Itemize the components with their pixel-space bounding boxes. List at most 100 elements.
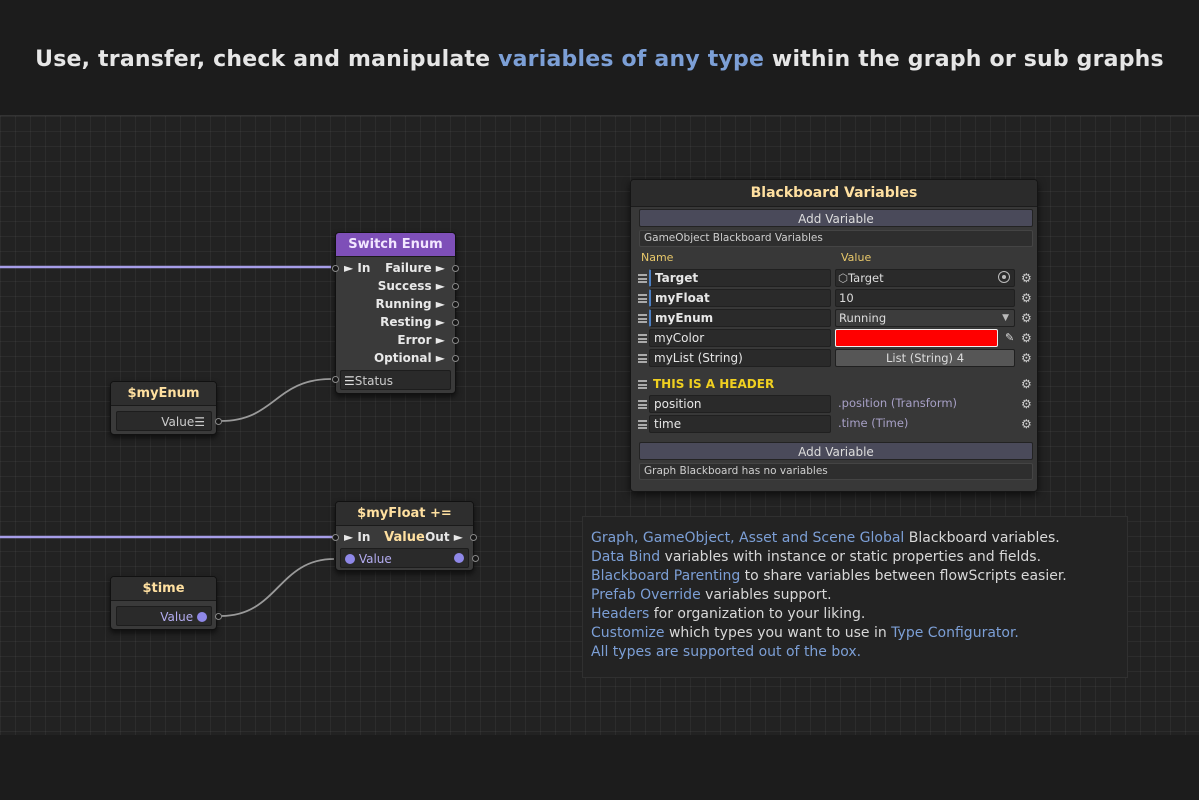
output-port-row[interactable]: Running ► bbox=[336, 295, 459, 313]
info-text: for organization to your liking. bbox=[649, 606, 866, 622]
gear-icon[interactable]: ⚙ bbox=[1021, 377, 1032, 391]
output-port-label-5: Optional ► bbox=[373, 351, 445, 365]
drag-handle-icon[interactable] bbox=[638, 400, 647, 409]
float-in-dot[interactable] bbox=[332, 534, 339, 541]
output-port-row[interactable]: Error ► bbox=[336, 331, 459, 349]
variable-row-mylist[interactable]: myList (String) List (String) 4 ⚙ bbox=[635, 349, 1035, 369]
output-port-dot[interactable] bbox=[452, 283, 459, 290]
name-column-header: Name bbox=[641, 251, 674, 264]
gear-icon[interactable]: ⚙ bbox=[1021, 351, 1032, 365]
time-value-field[interactable]: Value bbox=[116, 606, 222, 626]
float-out-dot[interactable] bbox=[470, 534, 477, 541]
info-text: Blackboard variables. bbox=[904, 530, 1060, 546]
list-icon: ☰ bbox=[344, 374, 355, 388]
variable-name-field[interactable]: time bbox=[649, 415, 831, 433]
gameobject-icon: ⬡ bbox=[838, 271, 849, 285]
info-text: which types you want to use in bbox=[664, 625, 892, 641]
status-port-dot[interactable] bbox=[332, 376, 339, 383]
blackboard-panel[interactable]: Blackboard Variables Add Variable GameOb… bbox=[630, 179, 1038, 492]
in-port-dot[interactable] bbox=[332, 265, 339, 272]
variable-name-field[interactable]: position bbox=[649, 395, 831, 413]
myfloat-add-node[interactable]: $myFloat += Value ► In Out ► Value bbox=[332, 501, 479, 571]
output-port-row[interactable]: Success ► bbox=[336, 277, 459, 295]
data-bind-value: .time (Time) bbox=[838, 416, 909, 430]
drag-handle-icon[interactable] bbox=[638, 314, 647, 323]
info-line: All types are supported out of the box. bbox=[591, 643, 1119, 662]
value-port-icon bbox=[197, 612, 207, 622]
output-port-dot[interactable] bbox=[452, 355, 459, 362]
float-value-field[interactable]: Value bbox=[340, 548, 479, 568]
enum-dropdown[interactable]: Running▼ bbox=[835, 309, 1015, 327]
time-output-dot[interactable] bbox=[215, 613, 222, 620]
myenum-output-dot[interactable] bbox=[215, 418, 222, 425]
add-variable-button-graph[interactable]: Add Variable bbox=[639, 442, 1033, 460]
variable-name-field[interactable]: myEnum bbox=[649, 309, 831, 327]
output-port-label-2: Running ► bbox=[375, 297, 445, 311]
list-edit-button[interactable]: List (String) 4 bbox=[835, 349, 1015, 367]
variable-row-myfloat[interactable]: myFloat 10 ⚙ bbox=[635, 289, 1035, 309]
in-port-label: ► In bbox=[344, 261, 371, 275]
output-port-dot[interactable] bbox=[452, 337, 459, 344]
output-port-row[interactable]: Optional ► bbox=[336, 349, 459, 367]
float-value-out-dot[interactable] bbox=[472, 555, 479, 562]
time-title: $time bbox=[111, 577, 216, 601]
output-port-row[interactable]: Resting ► bbox=[336, 313, 459, 331]
variable-row-time[interactable]: time .time (Time) ⚙ bbox=[635, 415, 1035, 435]
myenum-variable-node[interactable]: $myEnum Value☰ bbox=[110, 381, 222, 435]
value-column-header: Value bbox=[841, 251, 872, 264]
status-label: Status bbox=[354, 374, 394, 388]
status-input-field[interactable]: ☰Status bbox=[332, 370, 451, 390]
variable-name-field[interactable]: myList (String) bbox=[649, 349, 831, 367]
drag-handle-icon[interactable] bbox=[638, 380, 647, 389]
gear-icon[interactable]: ⚙ bbox=[1021, 417, 1032, 431]
variable-header-label: THIS IS A HEADER bbox=[653, 377, 775, 391]
data-bind-value: .position (Transform) bbox=[838, 396, 958, 410]
drag-handle-icon[interactable] bbox=[638, 294, 647, 303]
info-highlight: Graph, GameObject, Asset and Scene Globa… bbox=[591, 530, 905, 546]
output-label-error: Error bbox=[397, 333, 432, 347]
drag-handle-icon[interactable] bbox=[638, 274, 647, 283]
color-swatch-field[interactable] bbox=[835, 329, 998, 347]
variable-row-mycolor[interactable]: myColor ✎ ⚙ bbox=[635, 329, 1035, 349]
drag-handle-icon[interactable] bbox=[638, 354, 647, 363]
float-value-input[interactable]: 10 bbox=[835, 289, 1015, 307]
switch-enum-node[interactable]: Switch Enum ► In Failure ► Success ► Run… bbox=[332, 232, 459, 394]
list-icon: ☰ bbox=[194, 415, 205, 429]
in-port-row[interactable]: ► In Failure ► bbox=[332, 259, 459, 277]
gear-icon[interactable]: ⚙ bbox=[1021, 311, 1032, 325]
footer-bar bbox=[0, 735, 1199, 800]
add-variable-button[interactable]: Add Variable bbox=[639, 209, 1033, 227]
gameobject-blackboard-label: GameObject Blackboard Variables bbox=[639, 230, 1033, 247]
variable-name-field[interactable]: myFloat bbox=[649, 289, 831, 307]
info-highlight: Blackboard Parenting bbox=[591, 568, 741, 584]
drag-handle-icon[interactable] bbox=[638, 334, 647, 343]
variable-row-myenum[interactable]: myEnum Running▼ ⚙ bbox=[635, 309, 1035, 329]
target-object-field[interactable]: ⬡Target bbox=[835, 269, 1015, 287]
output-port-dot[interactable] bbox=[452, 319, 459, 326]
info-line: Graph, GameObject, Asset and Scene Globa… bbox=[591, 529, 1119, 548]
myenum-value-field[interactable]: Value☰ bbox=[116, 411, 222, 431]
gear-icon[interactable]: ⚙ bbox=[1021, 291, 1032, 305]
output-port-dot[interactable] bbox=[452, 301, 459, 308]
info-highlight-2: Type Configurator. bbox=[891, 625, 1019, 641]
feature-info-box: Graph, GameObject, Asset and Scene Globa… bbox=[582, 516, 1128, 678]
output-label-running: Running bbox=[375, 297, 432, 311]
float-in-row[interactable]: ► In Out ► bbox=[332, 528, 477, 546]
info-highlight: All types are supported out of the box. bbox=[591, 644, 862, 660]
variable-row-header[interactable]: THIS IS A HEADER ⚙ bbox=[635, 375, 1035, 395]
gear-icon[interactable]: ⚙ bbox=[1021, 331, 1032, 345]
variable-row-position[interactable]: position .position (Transform) ⚙ bbox=[635, 395, 1035, 415]
variable-name-field[interactable]: Target bbox=[649, 269, 831, 287]
gear-icon[interactable]: ⚙ bbox=[1021, 271, 1032, 285]
gear-icon[interactable]: ⚙ bbox=[1021, 397, 1032, 411]
value-port-icon bbox=[345, 554, 355, 564]
time-variable-node[interactable]: $time Value bbox=[110, 576, 222, 630]
variable-name-field[interactable]: myColor bbox=[649, 329, 831, 347]
drag-handle-icon[interactable] bbox=[638, 420, 647, 429]
info-text: to share variables between flowScripts e… bbox=[740, 568, 1067, 584]
object-picker-icon[interactable] bbox=[998, 271, 1010, 283]
output-port-dot[interactable] bbox=[452, 265, 459, 272]
eyedropper-icon[interactable]: ✎ bbox=[1005, 331, 1015, 344]
header-banner: Use, transfer, check and manipulate vari… bbox=[0, 0, 1199, 116]
variable-row-target[interactable]: Target ⬡Target ⚙ bbox=[635, 269, 1035, 289]
